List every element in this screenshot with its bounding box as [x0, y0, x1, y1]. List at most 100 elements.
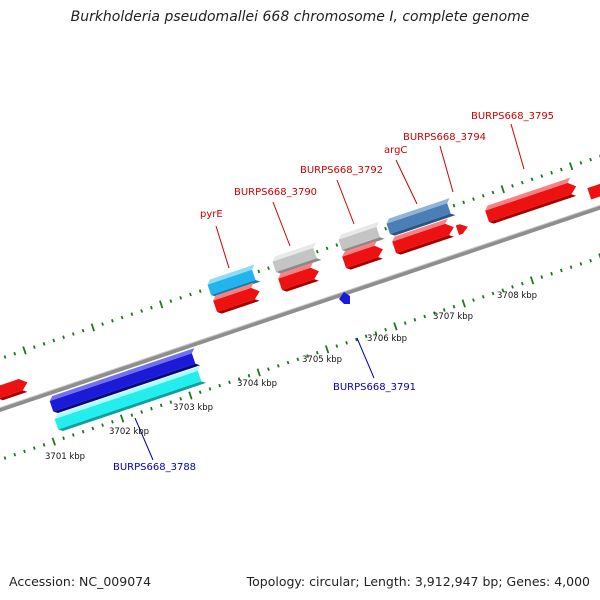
minor-tick	[579, 262, 583, 266]
minor-tick	[355, 337, 358, 342]
minor-tick	[208, 387, 212, 391]
minor-tick	[315, 350, 319, 355]
minor-tick	[91, 426, 95, 431]
major-tick	[119, 414, 125, 423]
minor-tick	[559, 268, 563, 273]
minor-tick	[501, 288, 505, 292]
minor-tick	[491, 190, 495, 195]
gene-arrow[interactable]	[0, 377, 30, 402]
minor-tick	[247, 373, 251, 378]
gene-label-pyrE[interactable]: pyrE	[200, 209, 223, 220]
kbp-label-3701: 3701 kbp	[45, 452, 85, 462]
minor-tick	[452, 304, 456, 309]
minor-tick	[42, 442, 46, 447]
kbp-label-3707: 3707 kbp	[433, 312, 473, 322]
minor-tick	[140, 410, 144, 414]
minor-tick	[569, 265, 573, 269]
kbp-label-3703: 3703 kbp	[173, 403, 213, 413]
gene-box[interactable]	[48, 348, 201, 414]
kbp-label-3706: 3706 kbp	[367, 334, 407, 344]
gene-arrow[interactable]	[206, 264, 261, 298]
gene-arrow[interactable]	[455, 222, 470, 235]
accession-text: Accession: NC_009074	[9, 574, 152, 589]
genome-backbone-highlight	[0, 204, 600, 409]
minor-tick	[130, 312, 134, 316]
minor-tick	[81, 328, 85, 333]
minor-tick	[62, 335, 65, 340]
gene-label-argC[interactable]: argC	[384, 145, 407, 156]
minor-tick	[520, 180, 524, 185]
minor-tick	[325, 246, 329, 251]
minor-tick	[150, 305, 153, 310]
major-tick	[51, 437, 56, 446]
minor-tick	[384, 226, 388, 231]
major-tick	[393, 322, 398, 331]
minor-tick	[511, 184, 514, 188]
minor-tick	[198, 289, 202, 293]
major-tick	[90, 323, 95, 332]
minor-tick	[257, 269, 261, 274]
minor-tick	[71, 433, 75, 437]
gene-box[interactable]	[385, 198, 456, 237]
gene-box[interactable]	[53, 365, 207, 432]
minor-tick	[111, 319, 114, 323]
gene-label-burps668-3794[interactable]: BURPS668_3794	[403, 132, 486, 143]
minor-tick	[276, 364, 280, 368]
minor-tick	[550, 271, 553, 276]
gene-arrow[interactable]	[212, 282, 263, 315]
minor-tick	[52, 338, 56, 343]
minor-tick	[62, 436, 65, 441]
kbp-label-3708: 3708 kbp	[497, 291, 537, 301]
label-leader-lines	[134, 123, 525, 461]
gene-arrow[interactable]	[339, 292, 350, 304]
minor-tick	[189, 292, 192, 297]
minor-tick	[296, 357, 300, 362]
inner-tick-ring	[3, 253, 600, 460]
major-tick	[461, 299, 466, 308]
minor-tick	[403, 321, 407, 325]
minor-tick	[3, 355, 7, 359]
minor-tick	[442, 308, 446, 312]
minor-tick	[452, 203, 456, 208]
minor-tick	[550, 170, 553, 175]
gene-box[interactable]	[587, 180, 600, 200]
minor-tick	[335, 243, 339, 247]
minor-tick	[179, 397, 183, 401]
minor-tick	[472, 298, 475, 302]
minor-tick	[13, 452, 17, 457]
minor-tick	[169, 400, 173, 404]
gene-box[interactable]	[337, 221, 385, 253]
minor-tick	[13, 351, 17, 356]
minor-tick	[423, 314, 427, 319]
gene-features	[0, 177, 600, 432]
kbp-label-3705: 3705 kbp	[302, 355, 342, 365]
gene-arrow[interactable]	[391, 218, 457, 256]
gene-label-burps668-3792[interactable]: BURPS668_3792	[300, 165, 383, 176]
minor-tick	[433, 311, 436, 316]
minor-tick	[71, 332, 75, 336]
minor-tick	[111, 420, 114, 424]
gene-label-burps668-3788[interactable]: BURPS668_3788	[113, 462, 196, 473]
minor-tick	[120, 315, 124, 320]
minor-tick	[306, 354, 309, 358]
minor-tick	[286, 360, 290, 365]
gene-arrow[interactable]	[341, 240, 386, 271]
minor-tick	[579, 161, 583, 165]
minor-tick	[198, 390, 202, 394]
minor-tick	[530, 177, 534, 182]
minor-tick	[81, 429, 85, 434]
gene-label-burps668-3795[interactable]: BURPS668_3795	[471, 111, 554, 122]
minor-tick	[42, 341, 46, 346]
gene-label-burps668-3790[interactable]: BURPS668_3790	[234, 187, 317, 198]
minor-tick	[540, 275, 544, 279]
major-tick	[529, 276, 535, 285]
gene-box[interactable]	[271, 242, 322, 275]
minor-tick	[345, 341, 348, 345]
kbp-label-3702: 3702 kbp	[109, 427, 149, 437]
gene-label-burps668-3791[interactable]: BURPS668_3791	[333, 382, 416, 393]
minor-tick	[267, 367, 270, 371]
gene-arrow[interactable]	[484, 177, 579, 225]
minor-tick	[159, 403, 163, 408]
minor-tick	[520, 281, 524, 286]
gene-arrow[interactable]	[277, 262, 322, 293]
